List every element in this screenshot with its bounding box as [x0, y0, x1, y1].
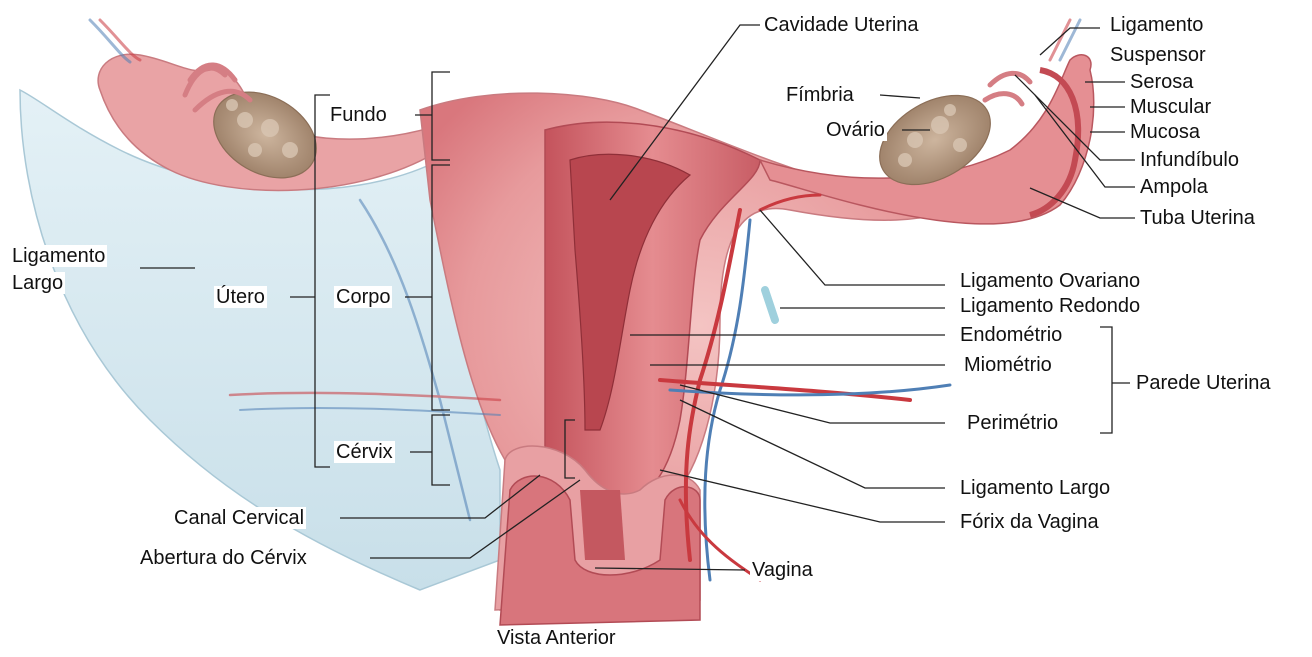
label-ligamento-suspensor-line2: Suspensor [1108, 44, 1208, 66]
label-cavidade-uterina: Cavidade Uterina [762, 14, 921, 36]
label-ligamento-largo-left-line1: Ligamento [10, 245, 107, 267]
label-ligamento-largo-right: Ligamento Largo [958, 477, 1112, 499]
label-utero: Útero [214, 286, 267, 308]
label-miometrio: Miométrio [962, 354, 1054, 376]
label-fundo: Fundo [328, 104, 389, 126]
label-ligamento-ovariano: Ligamento Ovariano [958, 270, 1142, 292]
label-endometrio: Endométrio [958, 324, 1064, 346]
caption-vista-anterior: Vista Anterior [495, 627, 618, 649]
label-canal-cervical: Canal Cervical [172, 507, 306, 529]
label-tuba-uterina: Tuba Uterina [1138, 207, 1257, 229]
label-vagina: Vagina [750, 559, 815, 581]
label-ligamento-suspensor-line1: Ligamento [1108, 14, 1205, 36]
label-corpo: Corpo [334, 286, 392, 308]
label-abertura-cervix: Abertura do Cérvix [138, 547, 309, 569]
label-infundibulo: Infundíbulo [1138, 149, 1241, 171]
label-forix-vagina: Fórix da Vagina [958, 511, 1101, 533]
label-perimetrio: Perimétrio [965, 412, 1060, 434]
label-fimbria: Fímbria [784, 84, 856, 106]
label-ligamento-redondo: Ligamento Redondo [958, 295, 1142, 317]
label-parede-uterina: Parede Uterina [1134, 372, 1273, 394]
label-serosa: Serosa [1128, 71, 1195, 93]
label-muscular: Muscular [1128, 96, 1213, 118]
label-cervix: Cérvix [334, 441, 395, 463]
label-ovario: Ovário [824, 119, 887, 141]
label-ligamento-largo-left-line2: Largo [10, 272, 65, 294]
label-ampola: Ampola [1138, 176, 1210, 198]
label-mucosa: Mucosa [1128, 121, 1202, 143]
